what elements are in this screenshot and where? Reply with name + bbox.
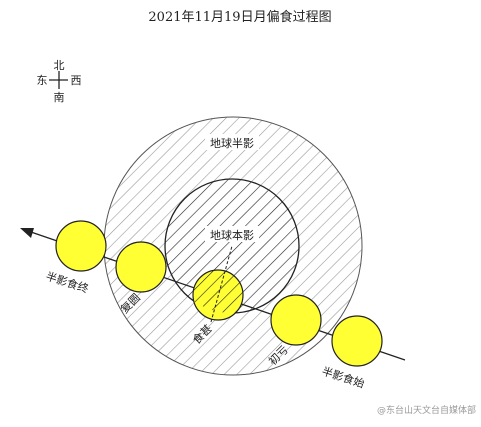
compass-west: 西 xyxy=(71,74,82,87)
umbra-label: 地球本影 xyxy=(210,228,254,242)
moon-greatest xyxy=(192,245,244,323)
compass-south: 南 xyxy=(54,91,65,104)
compass-north: 北 xyxy=(54,59,65,72)
umbra-label-bg xyxy=(205,226,259,242)
phase-penumbra-start: 半影食始 xyxy=(320,364,366,391)
moon-umbra-end xyxy=(115,241,167,293)
moon-path-arrow xyxy=(20,228,34,238)
phase-penumbra-end: 半影食终 xyxy=(44,269,90,296)
phase-penumbra-start-label: 半影食始 xyxy=(320,364,366,391)
phase-penumbra-end-label: 半影食终 xyxy=(44,269,90,296)
moon-penumbra-end xyxy=(55,220,107,272)
compass-east: 东 xyxy=(37,74,48,87)
page-title: 2021年11月19日月偏食过程图 xyxy=(148,9,331,25)
moon-umbra-start xyxy=(270,294,322,346)
penumbra-label-bg xyxy=(205,134,259,150)
penumbra-label: 地球半影 xyxy=(210,136,254,150)
moon-penumbra-start xyxy=(331,315,383,367)
greatest-axis-line xyxy=(210,245,233,323)
watermark: @东台山天文台自媒体部 xyxy=(377,404,476,416)
compass: 北 南 东 西 xyxy=(37,59,82,104)
